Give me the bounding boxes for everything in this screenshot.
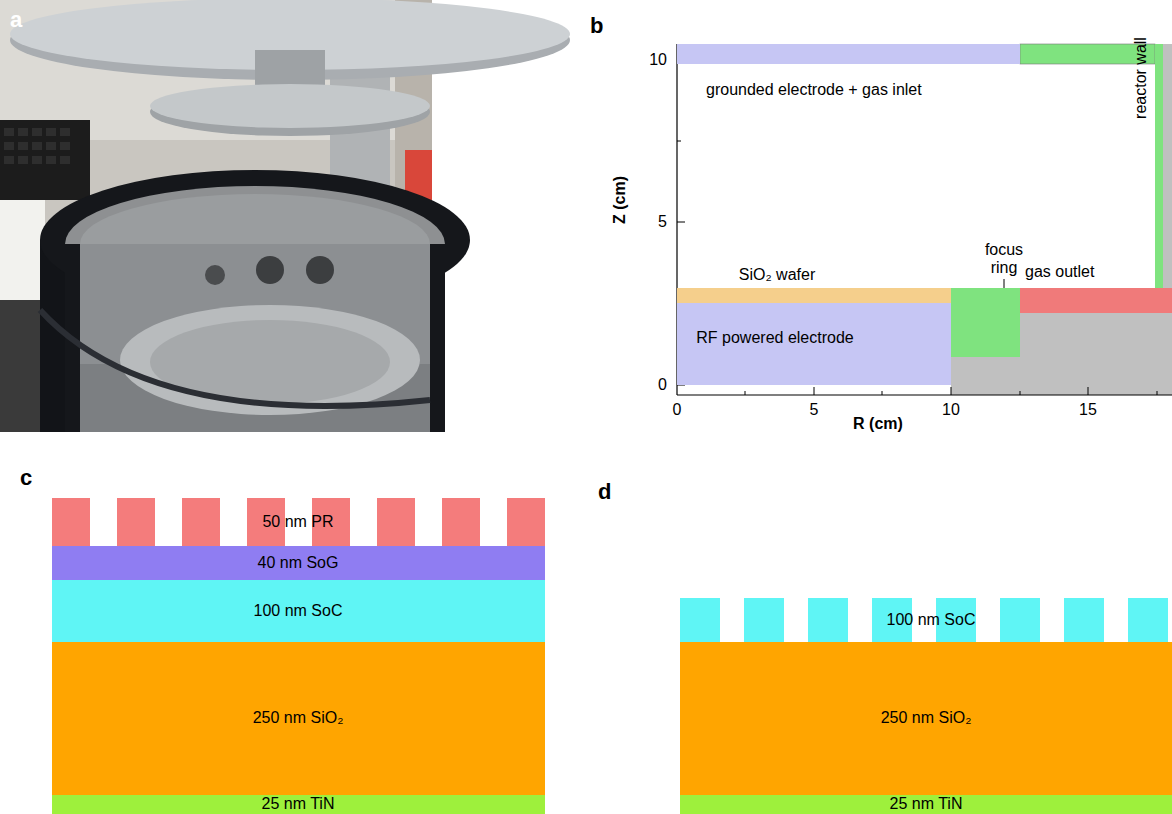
layer-band: 25 nm TiN <box>680 795 1172 814</box>
axis-label: 0 <box>673 401 682 419</box>
soc-band: 100 nm SoC <box>680 598 1172 642</box>
node-label: 25 nm TiN <box>890 795 963 813</box>
outlet-block: gas outlet <box>1020 288 1172 313</box>
node-label: 250 nm SiO₂ <box>881 709 972 727</box>
node-label: 50 nm PR <box>262 513 333 531</box>
layer-band: 250 nm SiO₂ <box>680 642 1172 795</box>
axis-label: 15 <box>1079 401 1097 419</box>
reactor-geometry <box>677 44 1172 395</box>
node-label: RF powered electrode <box>696 329 853 347</box>
axis-label: Z (cm) <box>611 176 629 224</box>
axis-label: 10 <box>649 51 667 69</box>
reactor-photo <box>0 0 570 432</box>
panel-letter: d <box>598 480 611 504</box>
node-label: grounded electrode + gas inlet <box>706 81 922 99</box>
wafer-strip: SiO₂ wafer <box>677 288 951 303</box>
axis-label: 0 <box>658 376 667 394</box>
axis-label: 10 <box>942 401 960 419</box>
soc-lines <box>680 598 1168 642</box>
layer-band: 250 nm SiO₂ <box>52 642 545 795</box>
node-label: 250 nm SiO₂ <box>253 709 344 727</box>
node-label: 40 nm SoG <box>258 554 339 572</box>
axis-label: R (cm) <box>853 415 903 433</box>
resist-band: 50 nm PR <box>52 498 545 546</box>
node-label: SiO₂ wafer <box>739 266 815 284</box>
axis-label: 5 <box>810 401 819 419</box>
focus-ring: focus ring <box>951 288 1020 357</box>
electrode-block: RF powered electrode <box>677 303 951 385</box>
node-label: 100 nm SoC <box>887 611 976 629</box>
layer-band: 40 nm SoG <box>52 546 545 580</box>
electrode-bar: grounded electrode + gas inlet <box>677 44 1020 64</box>
node-label: gas outlet <box>1025 263 1094 281</box>
panel-letter: c <box>20 466 32 490</box>
node-label: 100 nm SoC <box>254 602 343 620</box>
panel-letter: a <box>10 8 22 32</box>
layer-band: 100 nm SoC <box>52 580 545 642</box>
node-label: reactor wall <box>1132 37 1150 119</box>
layer-band: 25 nm TiN <box>52 795 545 814</box>
panel-letter: b <box>590 14 603 38</box>
resist-lines <box>52 498 545 546</box>
node-label: focus ring <box>979 241 1029 278</box>
node-label: 25 nm TiN <box>262 795 335 813</box>
wall-strip: reactor wall <box>1155 44 1163 313</box>
axis-label: 5 <box>658 213 667 231</box>
